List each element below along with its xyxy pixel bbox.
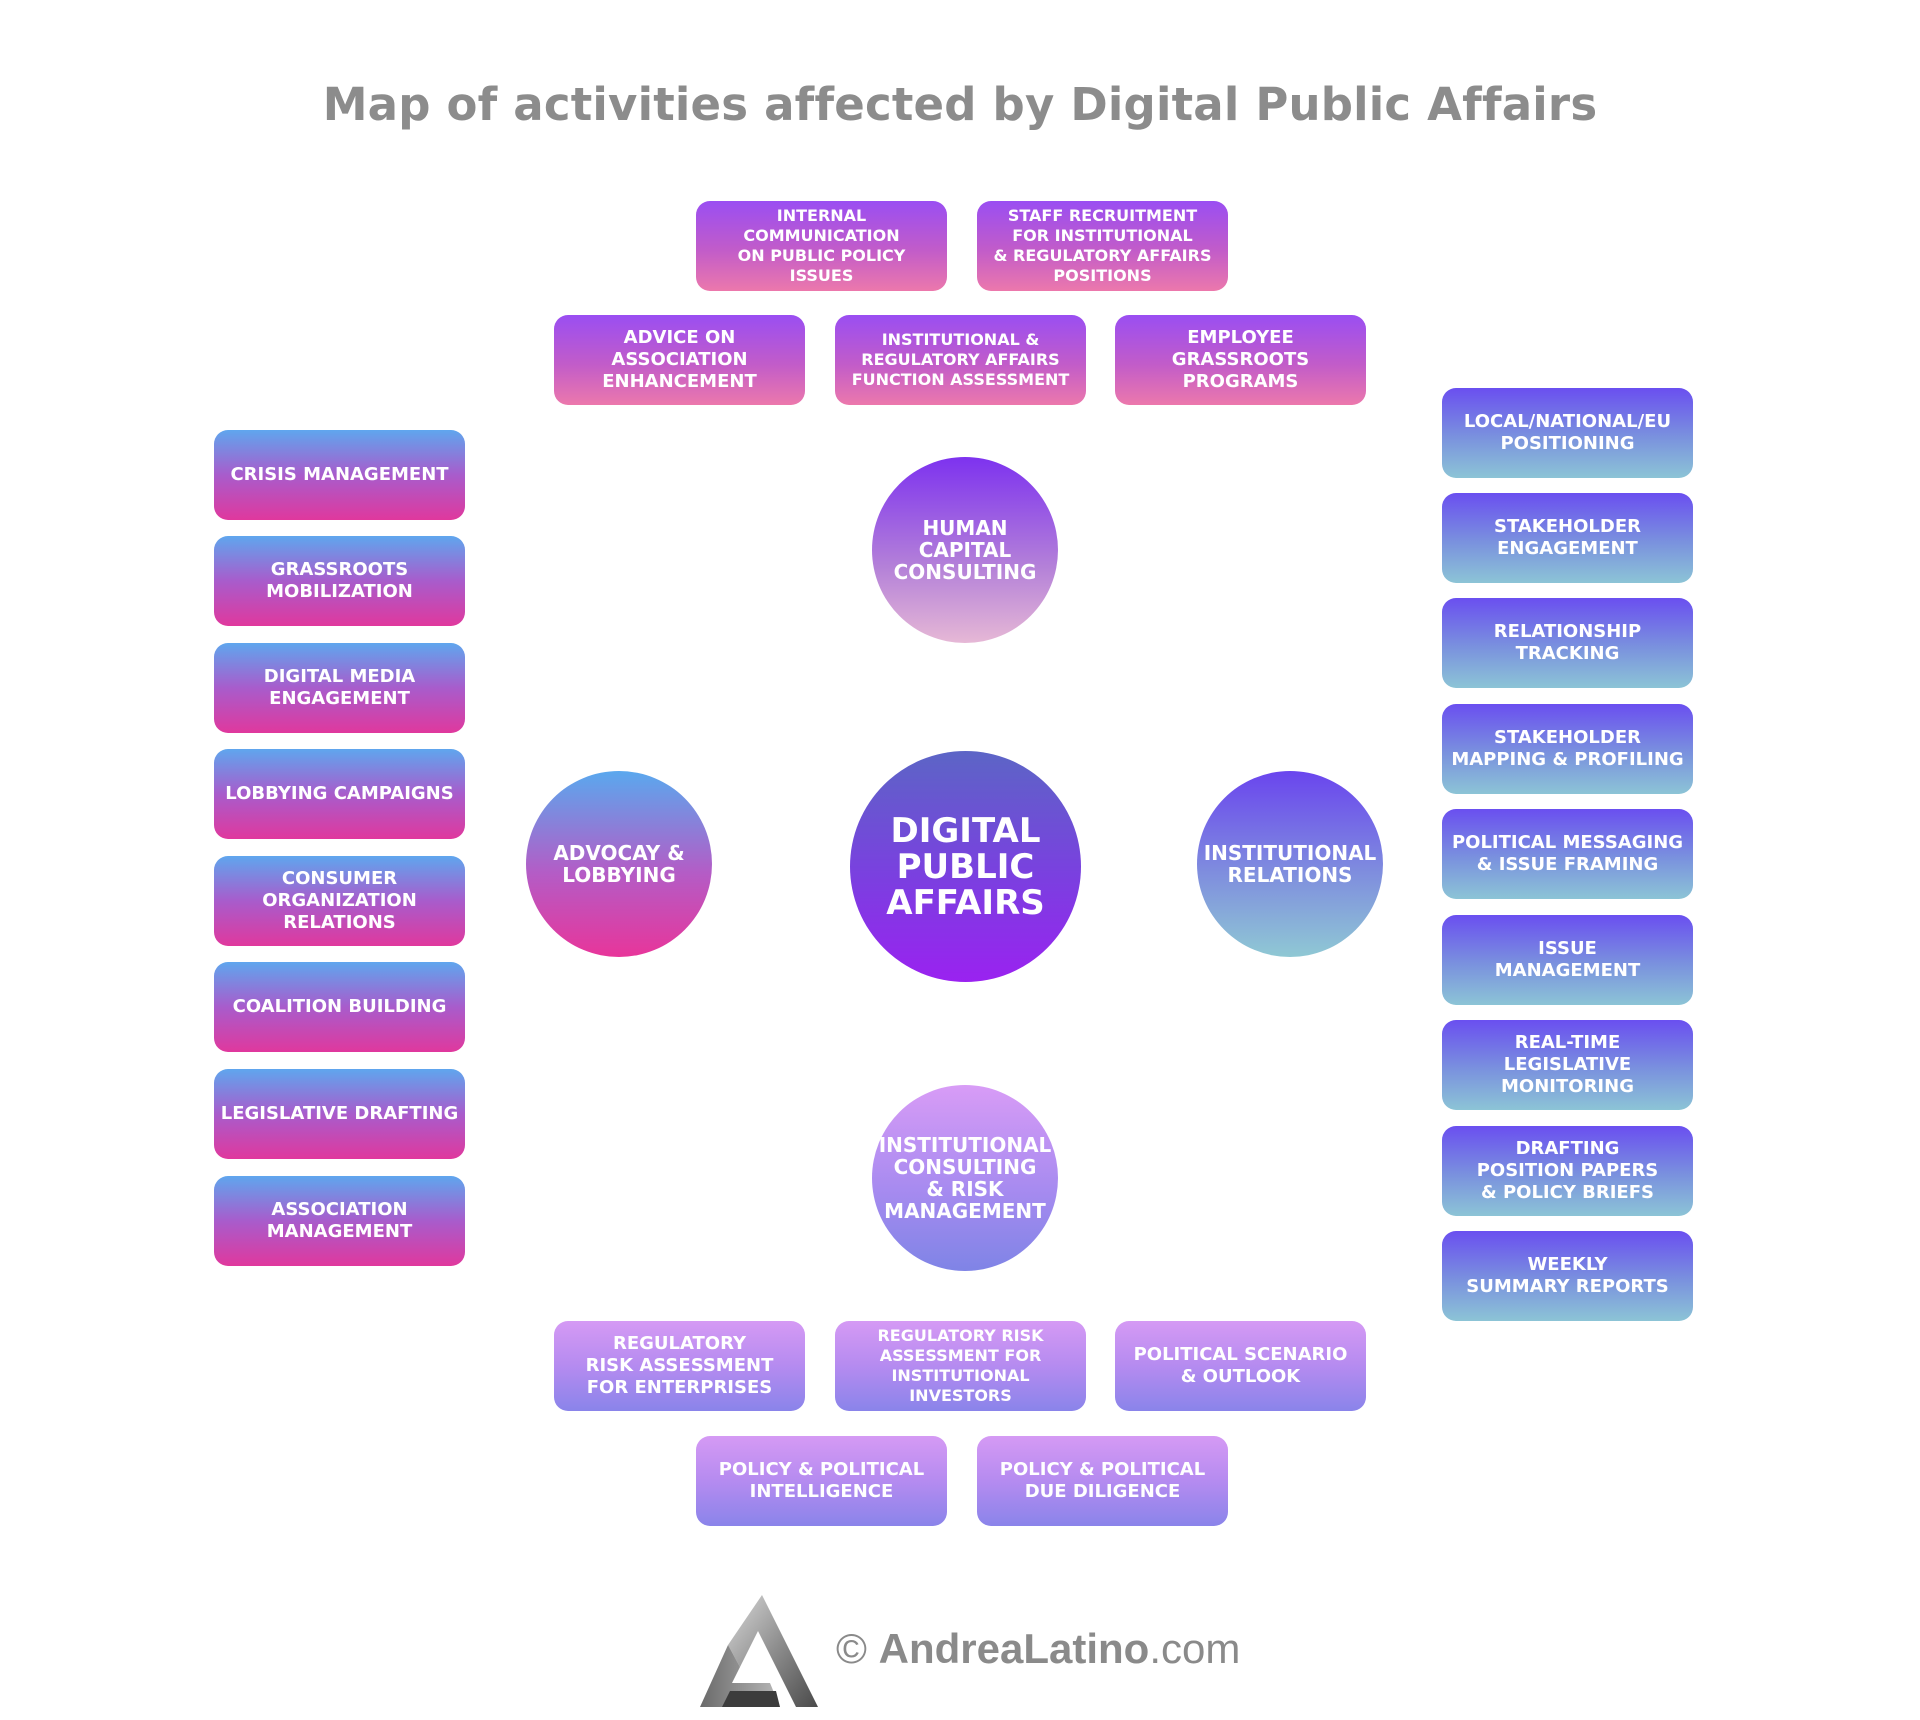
brand-domain: .com — [1149, 1625, 1241, 1672]
footer: © AndreaLatino.com — [700, 1595, 1240, 1710]
advocacy-item: GRASSROOTS MOBILIZATION — [214, 536, 465, 626]
institutional-relations-item: STAKEHOLDER MAPPING & PROFILING — [1442, 704, 1693, 794]
advocacy-item: LOBBYING CAMPAIGNS — [214, 749, 465, 839]
institutional-relations-item: REAL-TIME LEGISLATIVE MONITORING — [1442, 1020, 1693, 1110]
hub-advocacy-lobbying: ADVOCAY & LOBBYING — [526, 771, 712, 957]
advocacy-item: CONSUMER ORGANIZATION RELATIONS — [214, 856, 465, 946]
advocacy-item: ASSOCIATION MANAGEMENT — [214, 1176, 465, 1266]
footer-brand: © AndreaLatino.com — [836, 1625, 1240, 1673]
hub-institutional-relations: INSTITUTIONAL RELATIONS — [1197, 771, 1383, 957]
diagram-title: Map of activities affected by Digital Pu… — [322, 78, 1598, 131]
center-digital-public-affairs: DIGITAL PUBLIC AFFAIRS — [850, 751, 1081, 982]
institutional-consulting-item: REGULATORY RISK ASSESSMENT FOR INSTITUTI… — [835, 1321, 1086, 1411]
institutional-relations-item: ISSUE MANAGEMENT — [1442, 915, 1693, 1005]
institutional-relations-item: RELATIONSHIP TRACKING — [1442, 598, 1693, 688]
institutional-relations-item: LOCAL/NATIONAL/EU POSITIONING — [1442, 388, 1693, 478]
institutional-consulting-item: POLICY & POLITICAL INTELLIGENCE — [696, 1436, 947, 1526]
advocacy-item: CRISIS MANAGEMENT — [214, 430, 465, 520]
institutional-consulting-item: POLICY & POLITICAL DUE DILIGENCE — [977, 1436, 1228, 1526]
institutional-relations-item: DRAFTING POSITION PAPERS & POLICY BRIEFS — [1442, 1126, 1693, 1216]
institutional-consulting-item: POLITICAL SCENARIO & OUTLOOK — [1115, 1321, 1366, 1411]
institutional-relations-item: STAKEHOLDER ENGAGEMENT — [1442, 493, 1693, 583]
institutional-consulting-item: REGULATORY RISK ASSESSMENT FOR ENTERPRIS… — [554, 1321, 805, 1411]
advocacy-item: DIGITAL MEDIA ENGAGEMENT — [214, 643, 465, 733]
human-capital-item: EMPLOYEE GRASSROOTS PROGRAMS — [1115, 315, 1366, 405]
institutional-relations-item: WEEKLY SUMMARY REPORTS — [1442, 1231, 1693, 1321]
advocacy-item: LEGISLATIVE DRAFTING — [214, 1069, 465, 1159]
andrea-latino-logo-icon — [700, 1595, 818, 1707]
advocacy-item: COALITION BUILDING — [214, 962, 465, 1052]
institutional-relations-item: POLITICAL MESSAGING & ISSUE FRAMING — [1442, 809, 1693, 899]
hub-human-capital-consulting: HUMAN CAPITAL CONSULTING — [872, 457, 1058, 643]
copyright-symbol: © — [836, 1625, 867, 1672]
brand-name: AndreaLatino — [878, 1625, 1150, 1672]
hub-institutional-consulting-risk-management: INSTITUTIONAL CONSULTING & RISK MANAGEME… — [872, 1085, 1058, 1271]
human-capital-item: INSTITUTIONAL & REGULATORY AFFAIRS FUNCT… — [835, 315, 1086, 405]
human-capital-item: INTERNAL COMMUNICATION ON PUBLIC POLICY … — [696, 201, 947, 291]
human-capital-item: ADVICE ON ASSOCIATION ENHANCEMENT — [554, 315, 805, 405]
human-capital-item: STAFF RECRUITMENT FOR INSTITUTIONAL & RE… — [977, 201, 1228, 291]
